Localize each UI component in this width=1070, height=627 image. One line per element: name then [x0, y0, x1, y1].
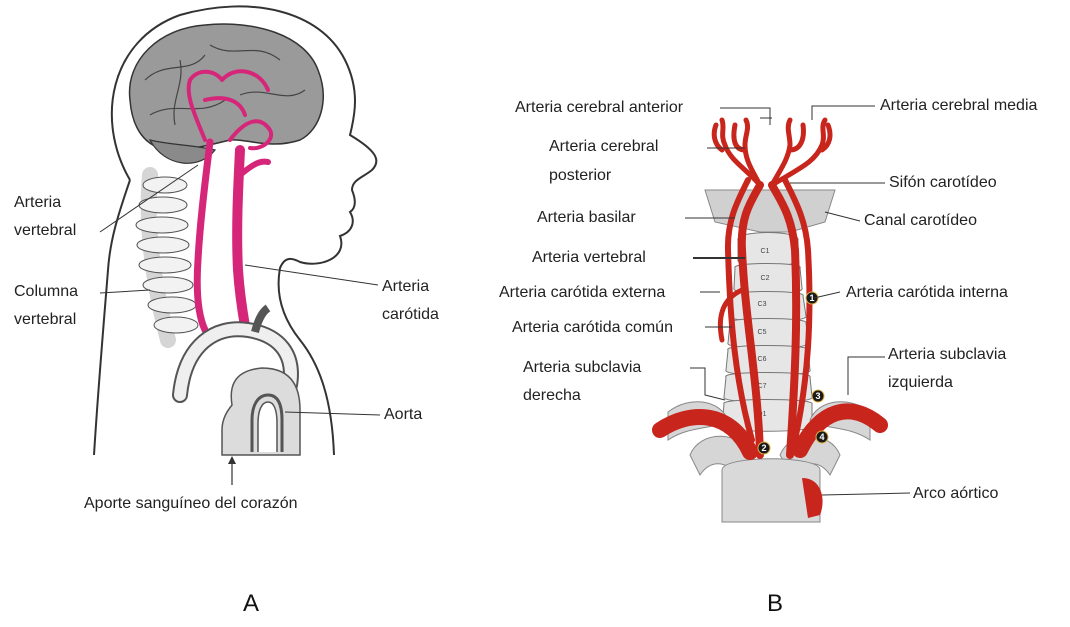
label-carotida-interna: Arteria carótida interna — [846, 283, 1008, 303]
label-arco-aortico: Arco aórtico — [913, 484, 998, 504]
marker-4: 4 — [819, 432, 824, 442]
label-subclavia-derecha-line2: derecha — [523, 386, 581, 406]
panel-b-caption: B — [767, 590, 783, 618]
back-silhouette — [94, 180, 130, 455]
label-columna-line2: vertebral — [14, 310, 76, 330]
marker-1: 1 — [809, 293, 814, 303]
brain — [130, 24, 324, 150]
label-aorta: Aorta — [384, 405, 422, 425]
label-carotida-line1: Arteria — [382, 277, 429, 297]
spine — [136, 175, 198, 340]
label-cerebral-media: Arteria cerebral media — [880, 96, 1037, 116]
label-carotida-comun: Arteria carótida común — [512, 318, 673, 338]
vertebral-artery — [197, 142, 210, 330]
vertebra-label: C6 — [758, 356, 767, 363]
vertebra-label: C3 — [758, 301, 767, 308]
label-arteria-basilar: Arteria basilar — [537, 208, 636, 228]
label-columna-line1: Columna — [14, 282, 78, 302]
label-cerebral-anterior: Arteria cerebral anterior — [515, 98, 683, 118]
marker-3: 3 — [815, 391, 820, 401]
skull-base — [705, 190, 835, 232]
panel-a-illustration — [94, 6, 380, 485]
panel-b-illustration: C1 C2 C3 C5 C6 C7 D1 — [660, 106, 910, 522]
label-cerebral-posterior-line1: Arteria cerebral — [549, 137, 658, 157]
label-subclavia-derecha-line1: Arteria subclavia — [523, 358, 641, 378]
vertebra-label: C5 — [758, 329, 767, 336]
panel-a-caption: A — [243, 590, 259, 618]
label-canal-carotideo: Canal carotídeo — [864, 211, 977, 231]
marker-2: 2 — [761, 443, 766, 453]
label-arteria-vertebral-b: Arteria vertebral — [532, 248, 646, 268]
label-subclavia-izquierda-line2: izquierda — [888, 373, 953, 393]
label-arteria-vertebral-line2: vertebral — [14, 221, 76, 241]
label-aporte-sanguineo: Aporte sanguíneo del corazón — [84, 494, 297, 514]
label-arteria-vertebral-line1: Arteria — [14, 193, 61, 213]
vertebra-label: C1 — [761, 248, 770, 255]
label-carotida-line2: carótida — [382, 305, 439, 325]
vertebra-label: C2 — [761, 275, 770, 282]
label-carotida-externa: Arteria carótida externa — [499, 283, 665, 303]
label-sifon-carotideo: Sifón carotídeo — [889, 173, 997, 193]
label-cerebral-posterior-line2: posterior — [549, 166, 611, 186]
cerebral-arteries-b — [714, 120, 830, 185]
label-subclavia-izquierda-line1: Arteria subclavia — [888, 345, 1006, 365]
